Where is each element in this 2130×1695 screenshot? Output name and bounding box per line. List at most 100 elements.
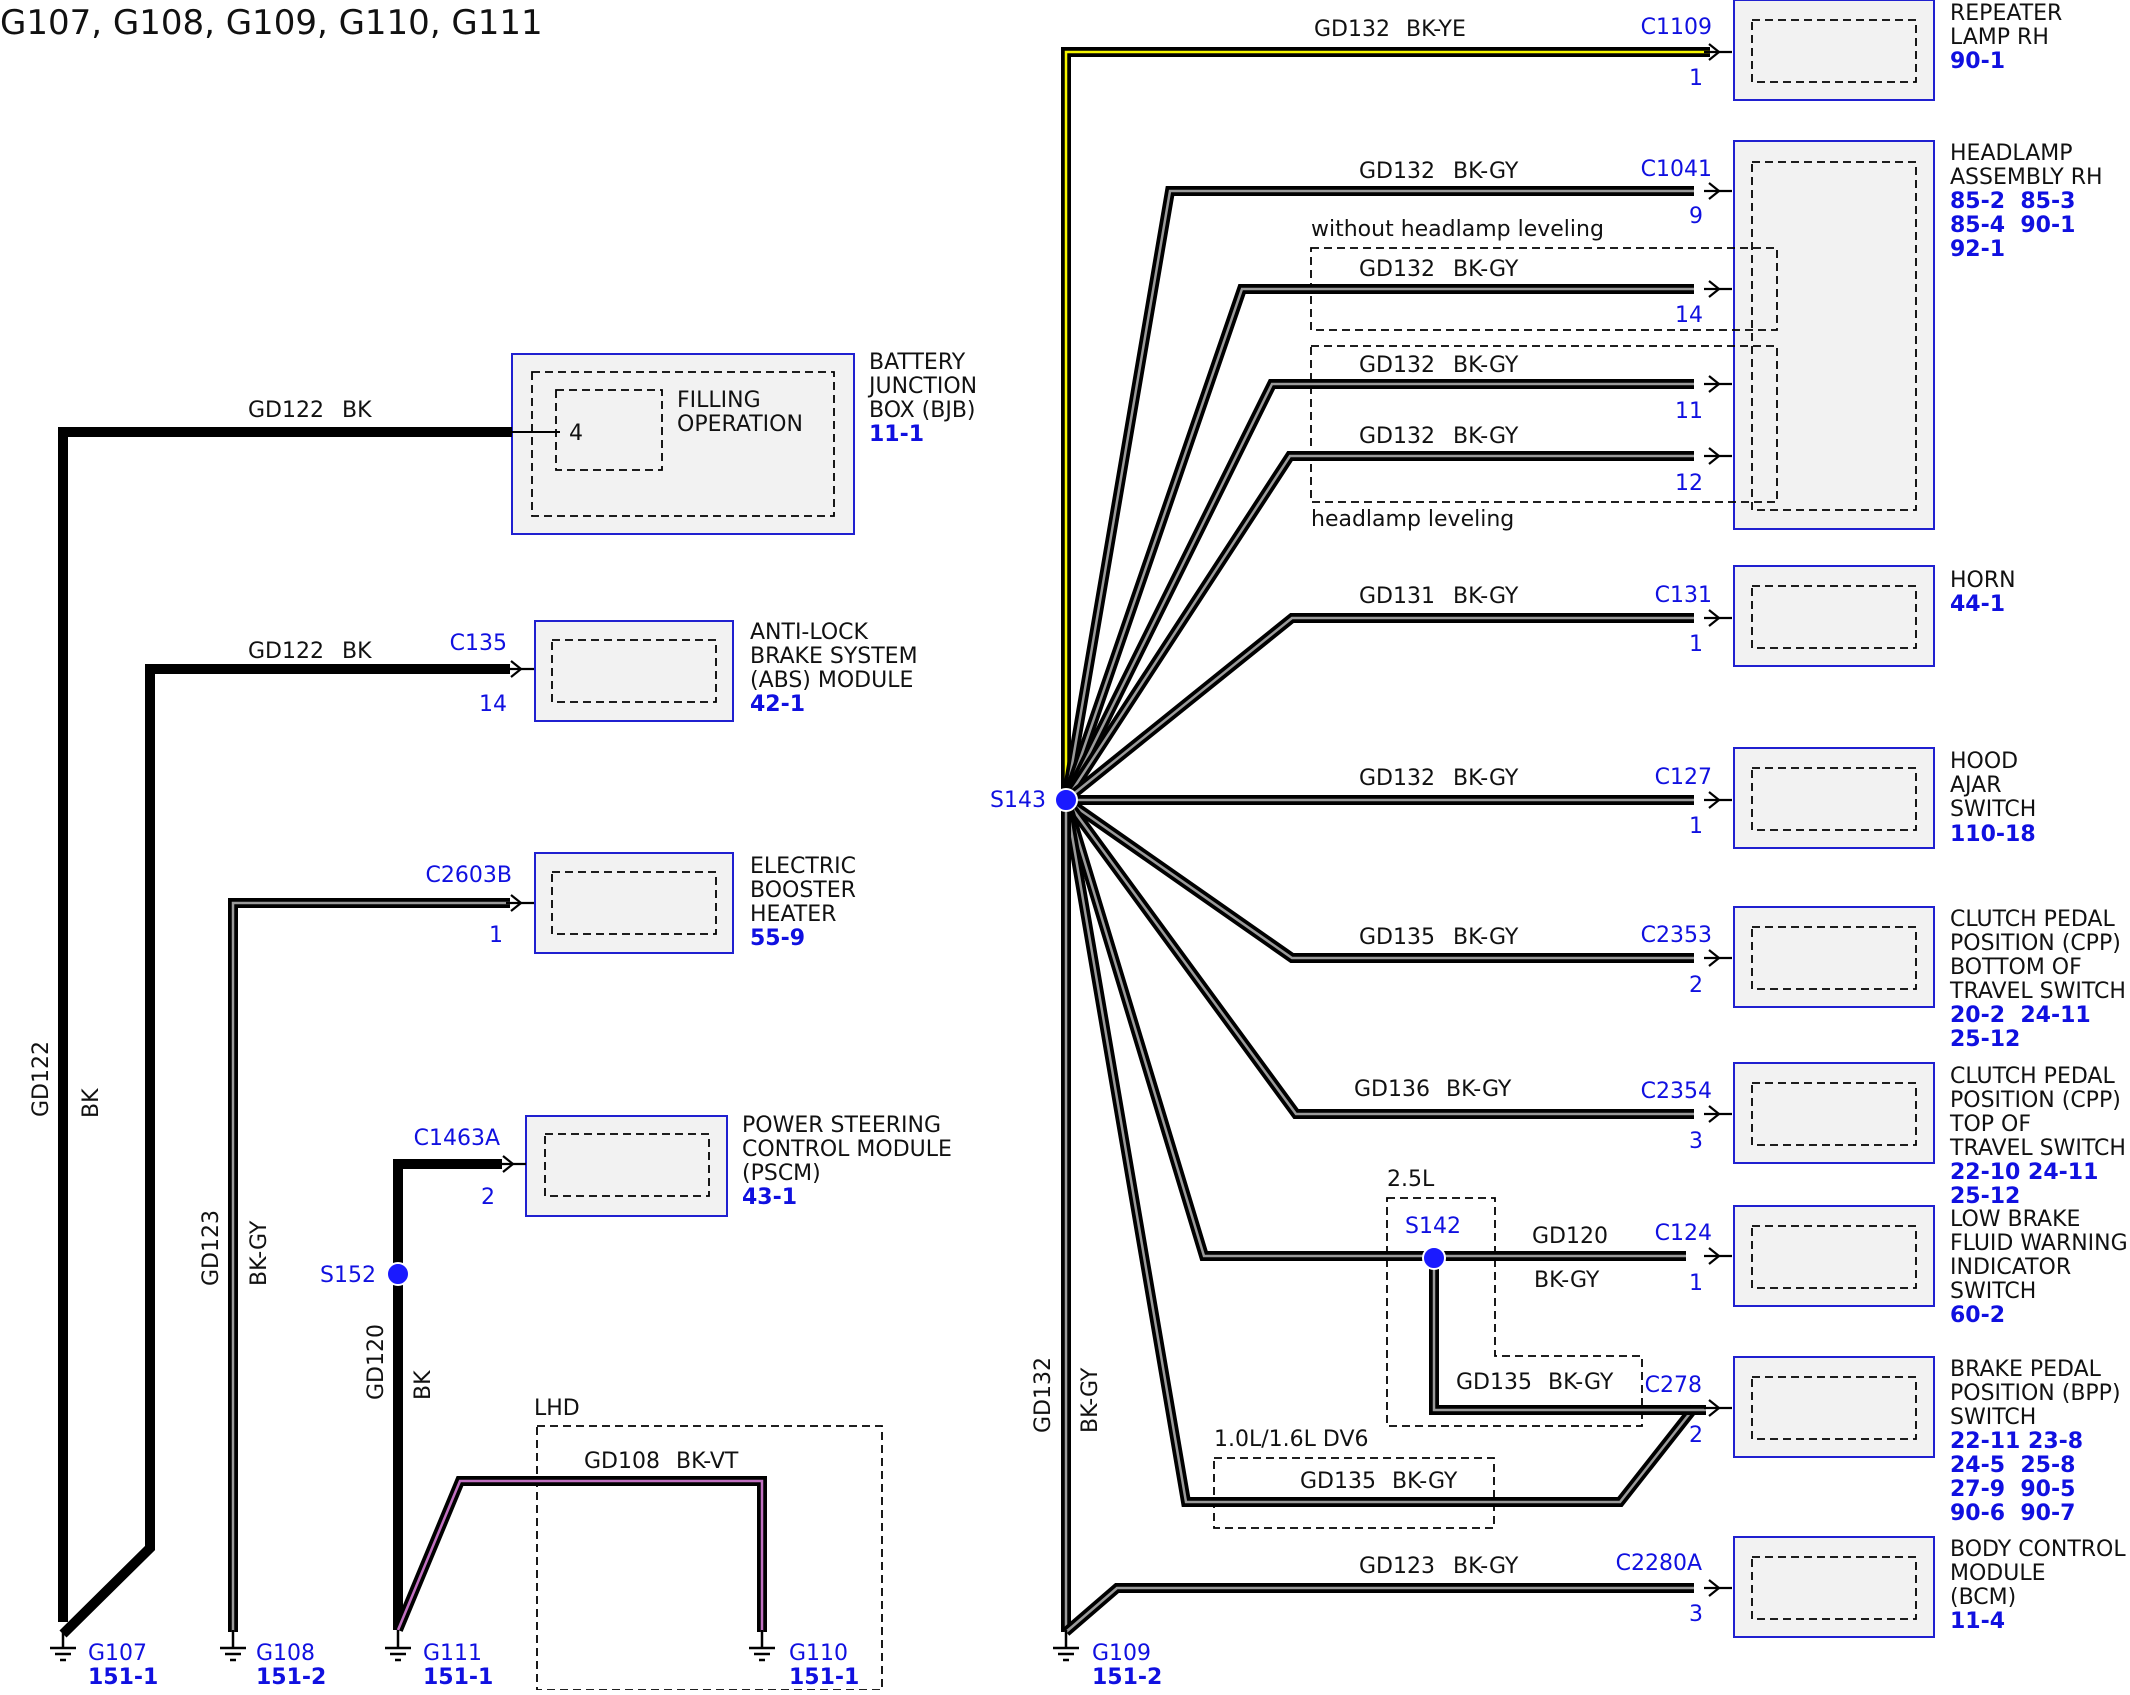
component-headlamp-assembly-rh[interactable]: [1733, 140, 1935, 530]
wire-fan-s143[interactable]: [1061, 186, 1698, 1636]
component-name: LOW BRAKE: [1950, 1207, 2080, 1232]
component-ref[interactable]: 85-4 90-1: [1950, 213, 2075, 238]
option-label: 1.0L/1.6L DV6: [1214, 1427, 1369, 1452]
ground-ref[interactable]: 151-1: [423, 1665, 493, 1690]
component-name: BOTTOM OF: [1950, 955, 2082, 980]
component-hood-ajar-switch[interactable]: [1733, 747, 1935, 849]
component-name: JUNCTION: [867, 374, 977, 399]
component-name: (ABS) MODULE: [750, 668, 913, 693]
component-ref[interactable]: 11-4: [1950, 1609, 2005, 1634]
wire-circuit-label: GD120: [1532, 1224, 1608, 1249]
component-cpp-top-switch[interactable]: [1733, 1062, 1935, 1164]
component-ref[interactable]: 24-5 25-8: [1950, 1453, 2075, 1478]
pin-number: 1: [1689, 814, 1703, 839]
wire-color-label: BK: [342, 398, 372, 423]
option-label: LHD: [534, 1396, 580, 1421]
component-name: ELECTRIC: [750, 854, 856, 879]
wire-color-label: BK: [411, 1370, 436, 1400]
pin-number: 4: [569, 421, 583, 446]
splice-label: S152: [320, 1263, 376, 1288]
wire-color-label: BK: [79, 1088, 104, 1118]
component-name: CLUTCH PEDAL: [1950, 1064, 2115, 1089]
splice-s152[interactable]: [386, 1262, 410, 1286]
wire-gd135-s142[interactable]: [1429, 1258, 1706, 1415]
splice-label: S143: [990, 788, 1046, 813]
component-cpp-bottom-switch[interactable]: [1733, 906, 1935, 1008]
pin-number: 1: [489, 923, 503, 948]
component-ref[interactable]: 25-12: [1950, 1027, 2020, 1052]
component-repeater-lamp-rh[interactable]: [1733, 0, 1935, 101]
component-name: BRAKE SYSTEM: [750, 644, 918, 669]
component-ref[interactable]: 42-1: [750, 692, 805, 717]
ground-ref[interactable]: 151-1: [789, 1665, 859, 1690]
component-ref[interactable]: 60-2: [1950, 1303, 2005, 1328]
component-ref[interactable]: 27-9 90-5: [1950, 1477, 2075, 1502]
page-title: G107, G108, G109, G110, G111: [0, 3, 543, 43]
component-battery-junction-box[interactable]: [511, 353, 855, 535]
pin-number: 1: [1689, 632, 1703, 657]
component-name: LAMP RH: [1950, 25, 2049, 50]
connector-id: C131: [1655, 583, 1712, 608]
wire-gd120-pscm[interactable]: [393, 1159, 502, 1630]
pin-number: 2: [1689, 973, 1703, 998]
component-name: HORN: [1950, 568, 2016, 593]
component-horn[interactable]: [1733, 565, 1935, 667]
splice-label: S142: [1405, 1214, 1461, 1239]
component-ref[interactable]: 43-1: [742, 1185, 797, 1210]
component-name: BOOSTER: [750, 878, 856, 903]
ground-ref[interactable]: 151-2: [256, 1665, 326, 1690]
component-pscm[interactable]: [525, 1115, 728, 1217]
component-name: POSITION (BPP): [1950, 1381, 2121, 1406]
component-ref[interactable]: 20-2 24-11: [1950, 1003, 2091, 1028]
wire-color-label: BK-GY: [1453, 766, 1519, 791]
component-ref[interactable]: 11-1: [869, 422, 924, 447]
ground-label: G110: [789, 1641, 848, 1666]
wire-color-label: BK-GY: [1453, 159, 1519, 184]
component-name: POSITION (CPP): [1950, 931, 2121, 956]
wire-circuit-label: GD132: [1314, 17, 1390, 42]
component-ref[interactable]: 90-6 90-7: [1950, 1501, 2075, 1526]
component-ref[interactable]: 92-1: [1950, 237, 2005, 262]
pin-number: 3: [1689, 1602, 1703, 1627]
wire-color-label: BK-GY: [1548, 1370, 1614, 1395]
splice-s143[interactable]: [1054, 788, 1078, 812]
wire-circuit-label: GD135: [1456, 1370, 1532, 1395]
option-label: 2.5L: [1387, 1167, 1435, 1192]
component-name: TRAVEL SWITCH: [1949, 1136, 2126, 1161]
component-bcm[interactable]: [1733, 1536, 1935, 1638]
wire-gd108[interactable]: [393, 1476, 767, 1632]
connector-id: C135: [450, 631, 507, 656]
component-electric-booster-heater[interactable]: [534, 852, 734, 954]
component-ref[interactable]: 90-1: [1950, 49, 2005, 74]
wire-gd122-abs[interactable]: [59, 664, 510, 1638]
component-ref[interactable]: 55-9: [750, 926, 805, 951]
connector-id: C2603B: [426, 863, 512, 888]
pin-number: 2: [481, 1185, 495, 1210]
component-low-brake-fluid-switch[interactable]: [1733, 1205, 1935, 1307]
component-ref[interactable]: 22-11 23-8: [1950, 1429, 2083, 1454]
wire-gd123-booster[interactable]: [228, 898, 510, 1632]
component-ref[interactable]: 85-2 85-3: [1950, 189, 2075, 214]
ground-ref[interactable]: 151-2: [1092, 1665, 1162, 1690]
splice-s142[interactable]: [1422, 1246, 1446, 1270]
wire-circuit-label: GD132: [1359, 353, 1435, 378]
ground-ref[interactable]: 151-1: [88, 1665, 158, 1690]
component-ref[interactable]: 25-12: [1950, 1184, 2020, 1209]
connector-id: C2280A: [1616, 1551, 1702, 1576]
wire-color-label: BK-GY: [1453, 424, 1519, 449]
component-abs-module[interactable]: [534, 620, 734, 722]
component-ref[interactable]: 110-18: [1950, 822, 2036, 847]
connector-id: C278: [1645, 1373, 1702, 1398]
component-ref[interactable]: 44-1: [1950, 592, 2005, 617]
component-name: CLUTCH PEDAL: [1950, 907, 2115, 932]
wire-circuit-label: GD132: [1359, 766, 1435, 791]
wire-gd122-bjb[interactable]: [58, 427, 512, 1622]
wire-gd132-repeater[interactable]: [1061, 47, 1710, 800]
ground-label: G109: [1092, 1641, 1151, 1666]
component-ref[interactable]: 22-10 24-11: [1950, 1160, 2098, 1185]
component-name: HEATER: [750, 902, 836, 927]
component-name: BODY CONTROL: [1950, 1537, 2126, 1562]
connector-id: C1463A: [414, 1126, 500, 1151]
component-bpp-switch[interactable]: [1733, 1356, 1935, 1458]
